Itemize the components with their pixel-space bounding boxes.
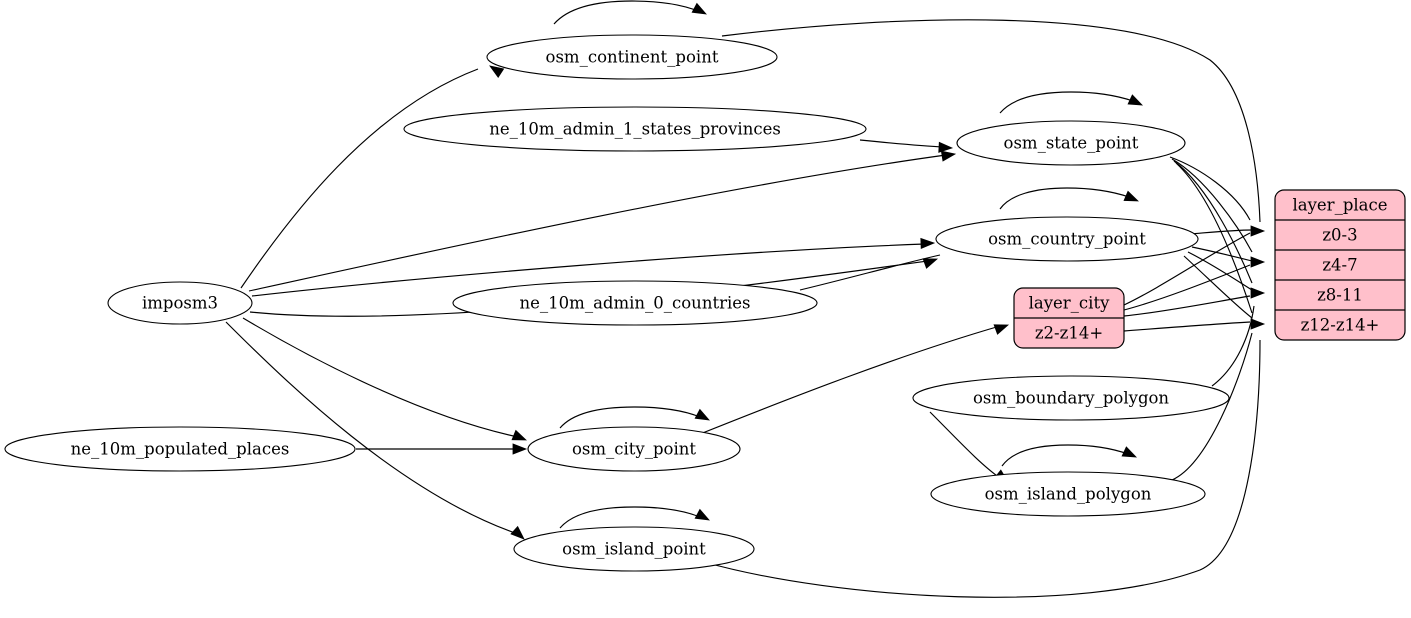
edge-osm_state_point-to-osm_state_point <box>999 91 1134 114</box>
edge-layer_city-to-layer_place_z8_11 <box>1123 295 1251 317</box>
record-row-layer_place_z8_11[interactable]: z8-11 <box>1317 286 1363 305</box>
edge-imposm3-to-osm_country_point <box>251 243 926 297</box>
arrowhead-osm_island_point <box>510 525 525 540</box>
arrowhead-osm_city_point-self <box>694 408 710 421</box>
node-label-osm_country_point: osm_country_point <box>988 230 1146 249</box>
edge-osm_island_polygon-to-osm_island_polygon <box>1001 444 1129 467</box>
node-ne_10m_admin_1_states_provinces[interactable]: ne_10m_admin_1_states_provinces <box>403 106 867 152</box>
arrowhead-osm_country_point <box>922 258 939 269</box>
edge-osm_city_point-to-osm_city_point <box>559 406 701 429</box>
edge-imposm3-to-osm_state_point <box>248 154 947 292</box>
record-nodes-layer: layer_place z0-3 z4-7 z8-11 z12-z14+ layer_ci… <box>1013 189 1406 349</box>
edge-osm_city_point-to-layer_city <box>699 325 1001 435</box>
edge-osm_country_point-to-layer_place_z4_7 <box>1191 246 1253 262</box>
record-row-layer_place_z12_z14[interactable]: z12-z14+ <box>1301 316 1380 335</box>
arrowhead-layer_place_z8_11 <box>1250 287 1266 299</box>
record-box-layer_place <box>1274 189 1406 341</box>
node-label-osm_city_point: osm_city_point <box>572 440 696 459</box>
node-ne_10m_populated_places[interactable]: ne_10m_populated_places <box>4 426 356 472</box>
arrowhead-osm_city_point-ne <box>512 443 528 455</box>
record-row-layer_place_title[interactable]: layer_place <box>1292 196 1387 215</box>
edge-osm_continent_point-to-layer_place_z0_3 <box>721 19 1261 223</box>
record-row-layer_city_title[interactable]: layer_city <box>1029 294 1110 313</box>
edge-osm_island_point-to-layer_place_z12_z14 <box>703 339 1261 598</box>
edge-layer_city-to-layer_place_z0_3 <box>1123 232 1251 306</box>
record-row-layer_place_z4_7[interactable]: z4-7 <box>1322 256 1357 275</box>
edge-ne_10m_admin_0_countries-to-osm_country_point <box>799 254 941 291</box>
edge-osm_island_point-to-osm_island_point <box>559 506 701 529</box>
node-osm_island_polygon[interactable]: osm_island_polygon <box>930 471 1206 517</box>
nodes-layer: imposm3 osm_continent_point ne_10m_admin_1… <box>4 34 1230 572</box>
node-osm_island_point[interactable]: osm_island_point <box>513 526 755 572</box>
arrowhead-osm_island_point-self <box>694 508 710 521</box>
node-imposm3[interactable]: imposm3 <box>107 281 253 325</box>
node-shape-osm_island_point <box>513 526 755 572</box>
arrowhead-layer_city <box>993 324 1010 335</box>
edge-osm_boundary_polygon-to-layer_place_z8_11 <box>1211 305 1255 387</box>
edges-layer <box>225 0 1261 598</box>
node-shape-osm_city_point <box>527 426 741 472</box>
arrowheads-layer <box>489 2 1266 540</box>
edge-osm_country_point-to-layer_place_z0_3 <box>1189 229 1253 235</box>
edge-osm_country_point-to-layer_place_z8_11 <box>1187 251 1253 291</box>
edge-ne_10m_admin_1_states_provinces-to-osm_state_point <box>859 139 945 148</box>
edge-osm_country_point-to-osm_country_point <box>999 187 1130 210</box>
edge-osm_country_point-to-layer_place_z12_z14 <box>1183 255 1253 319</box>
edge-imposm3-to-osm_island_point <box>225 321 516 534</box>
arrowhead-osm_island_polygon-self <box>1121 446 1138 458</box>
node-osm_state_point[interactable]: osm_state_point <box>956 120 1186 166</box>
arrowhead-layer_place_z4_7 <box>1250 256 1266 268</box>
edge-layer_city-to-layer_place_z12_z14 <box>1123 321 1251 332</box>
edge-osm_state_point-to-layer_place_z12_z14 <box>1175 162 1253 314</box>
node-osm_boundary_polygon[interactable]: osm_boundary_polygon <box>912 375 1230 421</box>
node-label-osm_boundary_polygon: osm_boundary_polygon <box>973 389 1169 408</box>
node-shape-ne_10m_admin_1_states_provinces <box>403 106 867 152</box>
record-node-layer_city[interactable]: layer_city z2-z14+ <box>1013 287 1125 349</box>
arrowhead-osm_city_point <box>511 429 528 441</box>
node-shape-imposm3 <box>107 281 253 325</box>
node-osm_country_point[interactable]: osm_country_point <box>935 216 1199 262</box>
record-node-layer_place[interactable]: layer_place z0-3 z4-7 z8-11 z12-z14+ <box>1274 189 1406 341</box>
node-label-ne_10m_admin_0_countries: ne_10m_admin_0_countries <box>520 294 751 313</box>
node-label-ne_10m_admin_1_states_provinces: ne_10m_admin_1_states_provinces <box>489 120 781 139</box>
node-shape-osm_country_point <box>935 216 1199 262</box>
edge-layer_city-to-layer_place_z4_7 <box>1123 264 1251 311</box>
arrowhead-osm_state_point <box>940 150 957 162</box>
arrowhead-osm_continent_point-self <box>691 2 707 15</box>
edge-imposm3-to-osm_continent_point <box>240 68 479 289</box>
edge-osm_state_point-to-layer_place_z8_11 <box>1173 160 1253 284</box>
edge-osm_continent_point-to-osm_continent_point <box>553 0 699 25</box>
node-label-osm_state_point: osm_state_point <box>1004 134 1139 153</box>
node-shape-osm_island_polygon <box>930 471 1206 517</box>
arrowhead-osm_continent_point <box>489 65 505 78</box>
node-label-osm_island_polygon: osm_island_polygon <box>985 485 1152 504</box>
arrowhead-layer_place_z0_3 <box>1250 225 1266 237</box>
node-label-ne_10m_populated_places: ne_10m_populated_places <box>71 440 290 459</box>
node-osm_city_point[interactable]: osm_city_point <box>527 426 741 472</box>
edge-imposm3-to-osm_city_point <box>242 317 519 438</box>
edge-osm_boundary_polygon-to-osm_island_polygon <box>929 411 1001 479</box>
arrowhead-layer_place_z12_z14 <box>1250 318 1266 330</box>
node-ne_10m_admin_0_countries[interactable]: ne_10m_admin_0_countries <box>452 280 818 326</box>
arrowhead-osm_state_point-self <box>1127 94 1144 106</box>
arrowhead-osm_country_point-self <box>1123 190 1140 202</box>
node-label-osm_continent_point: osm_continent_point <box>546 48 719 67</box>
node-shape-ne_10m_admin_0_countries <box>452 280 818 326</box>
node-shape-osm_state_point <box>956 120 1186 166</box>
edge-osm_island_polygon-to-layer_place_z12_z14 <box>1171 332 1253 481</box>
node-shape-osm_continent_point <box>486 34 778 80</box>
arrowhead-osm_country_point <box>920 237 936 250</box>
node-label-osm_island_point: osm_island_point <box>562 540 706 559</box>
edge-osm_state_point-to-layer_place_z0_3 <box>1169 156 1251 221</box>
node-shape-ne_10m_populated_places <box>4 426 356 472</box>
node-label-imposm3: imposm3 <box>142 294 218 313</box>
edge-osm_state_point-to-layer_place_z4_7 <box>1171 158 1253 253</box>
arrowhead-osm_state_point-edge <box>938 141 954 153</box>
record-row-layer_city_z2_z14[interactable]: z2-z14+ <box>1035 324 1103 343</box>
record-row-layer_place_z0_3[interactable]: z0-3 <box>1322 226 1357 245</box>
node-shape-osm_boundary_polygon <box>912 375 1230 421</box>
node-osm_continent_point[interactable]: osm_continent_point <box>486 34 778 80</box>
